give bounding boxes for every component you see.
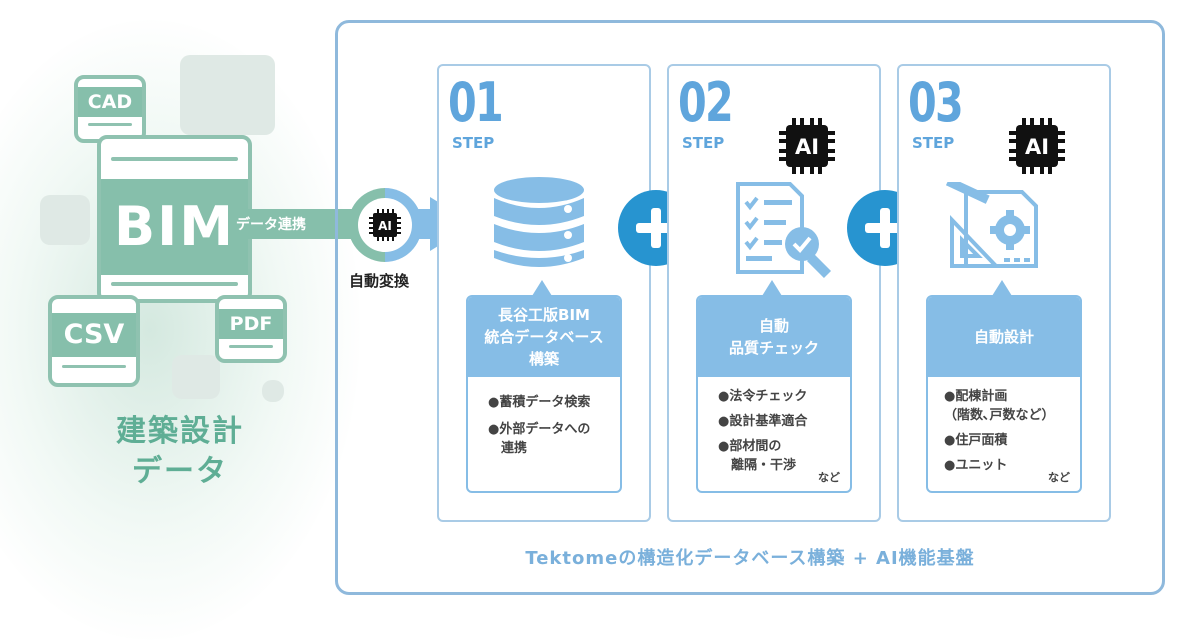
data-link-label: データ連携 [236, 217, 306, 233]
step-03-title-line: 自動設計 [973, 328, 1034, 346]
file-line [88, 123, 132, 126]
step-01-title-line: 構築 [528, 350, 559, 368]
step-02-item: ●部材間の 離隔・干渉 [718, 439, 797, 473]
building-design-data-label: 建築設計 データ [100, 412, 260, 492]
step-01-title-line: 長谷工版BIM [498, 306, 590, 324]
step-03-card-body: ●配棟計画 （階数､戸数など） ●住戸面積 ●ユニット [928, 377, 1080, 485]
ai-chip-icon: AI [779, 118, 835, 174]
ai-chip-text: AI [1025, 135, 1049, 159]
step-03-item: ●ユニット [944, 458, 1008, 473]
file-line [229, 345, 273, 348]
step-02-card: 自動 品質チェック ●法令チェック ●設計基準適合 ●部材間の 離隔・干渉 など [696, 295, 852, 493]
step-01-item: ●蓄積データ検索 [488, 395, 591, 410]
step-02-card-body: ●法令チェック ●設計基準適合 ●部材間の 離隔・干渉 [698, 377, 850, 485]
pdf-label: PDF [219, 309, 283, 339]
step-03-card: 自動設計 ●配棟計画 （階数､戸数など） ●住戸面積 ●ユニット など [926, 295, 1082, 493]
file-line [111, 282, 238, 286]
step-03-item: ●配棟計画 （階数､戸数など） [944, 389, 1055, 423]
ai-chip-text: AI [378, 219, 392, 233]
step-03-label: STEP [912, 134, 955, 152]
step-01-card: 長谷工版BIM 統合データベース 構築 ●蓄積データ検索 ●外部データへの 連携 [466, 295, 622, 493]
bim-file-icon: BIM [97, 135, 252, 303]
platform-caption: Tektomeの構造化データベース構築 + AI機能基盤 [525, 548, 975, 569]
step-03-card-title: 自動設計 [928, 297, 1080, 377]
csv-file-icon: CSV [48, 295, 140, 387]
step-01-label: STEP [452, 134, 495, 152]
data-label-line1: 建築設計 [116, 414, 244, 449]
step-02-title-line: 品質チェック [728, 339, 819, 357]
decor-square [172, 355, 220, 399]
cad-file-icon: CAD [74, 75, 146, 143]
step-02-label: STEP [682, 134, 725, 152]
step-03-suffix: など [1048, 471, 1070, 484]
cad-label: CAD [78, 87, 142, 117]
step-02-suffix: など [818, 471, 840, 484]
step-02-title-line: 自動 [758, 317, 789, 335]
step-01-item: ●外部データへの 連携 [488, 422, 591, 456]
decor-square [40, 195, 90, 245]
step-02-item: ●法令チェック [718, 389, 808, 404]
step-01-card-body: ●蓄積データ検索 ●外部データへの 連携 [468, 377, 620, 472]
csv-label: CSV [52, 313, 136, 357]
callout-pointer [532, 280, 552, 296]
auto-conversion-label: 自動変換 [349, 272, 410, 290]
callout-pointer [992, 280, 1012, 296]
file-line [111, 157, 238, 161]
decor-square [262, 380, 284, 402]
bim-label: BIM [101, 179, 248, 275]
step-01-number: 01 [448, 71, 504, 134]
data-label-line2: データ [132, 454, 228, 489]
step-02-number: 02 [678, 71, 734, 134]
step-03-number: 03 [908, 71, 964, 134]
step-02-card-title: 自動 品質チェック [698, 297, 850, 377]
file-line [62, 365, 126, 368]
database-icon [494, 177, 584, 267]
auto-design-icon [945, 182, 1038, 268]
step-01-title-line: 統合データベース [484, 328, 604, 346]
decor-square [180, 55, 275, 135]
ai-chip-icon: AI [1009, 118, 1065, 174]
ai-chip-text: AI [795, 135, 819, 159]
quality-check-icon [736, 182, 832, 279]
pdf-file-icon: PDF [215, 295, 287, 363]
step-03-item: ●住戸面積 [944, 433, 1008, 448]
step-02-item: ●設計基準適合 [718, 414, 808, 429]
ai-chip-icon: AI [369, 209, 401, 241]
callout-pointer [762, 280, 782, 296]
step-01-card-title: 長谷工版BIM 統合データベース 構築 [468, 297, 620, 377]
platform-frame [335, 20, 1165, 595]
